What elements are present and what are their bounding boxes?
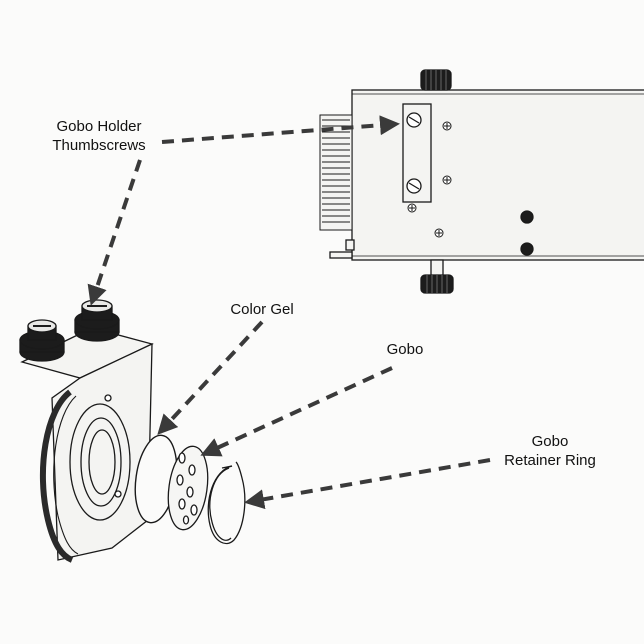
holder-side-plate (51, 342, 153, 561)
fixture-body (351, 89, 644, 261)
label-thumbscrews-line1: Gobo Holder (56, 118, 142, 135)
fixture-button-bottom (520, 242, 534, 256)
gobo-disc (167, 445, 209, 531)
fixture-button-top (520, 210, 534, 224)
fixture-bottom-knob (420, 259, 454, 294)
arrow-to-color-gel (157, 320, 264, 435)
holder-thumbscrew-top (406, 112, 422, 128)
label-gobo: Gobo (386, 341, 424, 358)
fixture-screws (407, 121, 452, 238)
holder-thumbscrew-bottom (406, 178, 422, 194)
gobo-holder-assembly (19, 299, 154, 563)
fixture-top-knob (420, 69, 452, 91)
label-ring-line1: Gobo (531, 433, 569, 450)
label-gobo-holder-thumbscrews: Gobo Holder Thumbscrews (34, 117, 164, 155)
fixture-gear-teeth (319, 114, 353, 231)
assembly-thumbscrew-left (19, 319, 65, 362)
gobo-retainer-ring (207, 461, 246, 545)
label-thumbscrews-line2: Thumbscrews (52, 137, 146, 154)
holder-gear (40, 389, 79, 563)
label-color-gel: Color Gel (230, 301, 294, 318)
arrow-to-assembly-thumbscrews (87, 159, 142, 306)
label-ring-line2: Retainer Ring (504, 452, 596, 469)
arrow-to-retainer-ring (244, 458, 491, 510)
callout-arrows (87, 115, 491, 510)
fixture-top-view (319, 69, 644, 294)
assembly-thumbscrew-right (74, 299, 120, 342)
holder-aperture-inner (80, 417, 122, 507)
arrow-to-gobo (200, 366, 393, 457)
holder-aperture-outer (69, 403, 131, 521)
label-gobo-retainer-ring: Gobo Retainer Ring (485, 432, 615, 470)
